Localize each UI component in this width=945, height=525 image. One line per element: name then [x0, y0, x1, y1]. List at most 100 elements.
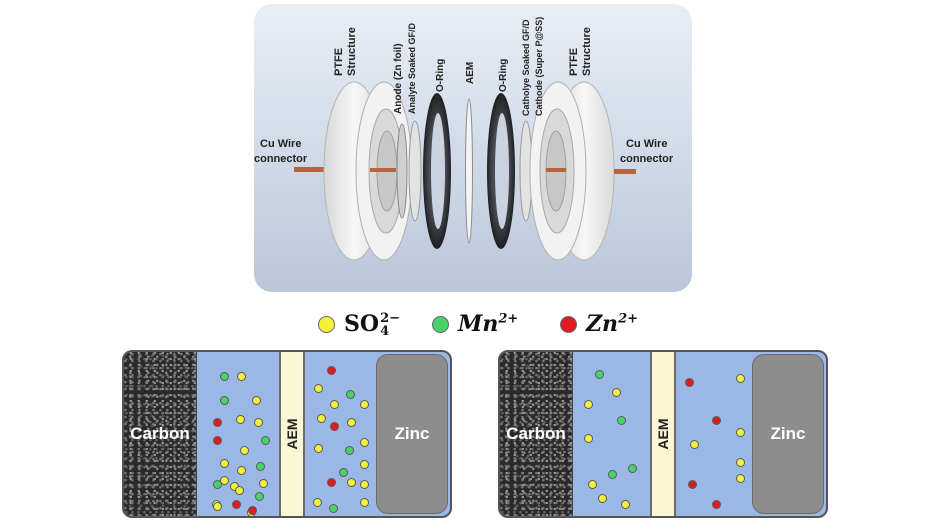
ion-mn — [339, 468, 348, 477]
ion-so4 — [584, 400, 593, 409]
label-analyte: Analyte Soaked GF/D — [407, 22, 417, 114]
ion-so4 — [360, 400, 369, 409]
label-ptfe-right-2: Structure — [581, 27, 593, 76]
exploded-cell-view: PTFE Structure Cu Wire connector Anode (… — [254, 4, 692, 292]
legend-label-mn: Mn2+ — [458, 311, 519, 337]
label-cathode: Cathode (Super P@SS) — [534, 17, 544, 116]
label-ptfe-left-2: Structure — [346, 27, 358, 76]
ion-so4 — [360, 480, 369, 489]
ion-so4 — [330, 400, 339, 409]
ion-so4 — [240, 446, 249, 455]
ion-zn — [330, 422, 339, 431]
ion-so4 — [259, 479, 268, 488]
ion-so4 — [612, 388, 621, 397]
ion-so4 — [588, 480, 597, 489]
ion-so4 — [317, 414, 326, 423]
ion-zn — [213, 436, 222, 445]
ion-so4 — [347, 478, 356, 487]
aem-label: AEM — [284, 418, 300, 450]
ion-mn — [617, 416, 626, 425]
label-anode: Anode (Zn foil) — [393, 43, 404, 114]
ion-so4 — [254, 418, 263, 427]
ion-zn — [685, 378, 694, 387]
label-cu-right-2: connector — [620, 153, 674, 165]
label-catholyte: Catholye Soaked GF/D — [521, 19, 531, 116]
carbon-label: Carbon — [506, 424, 566, 443]
ion-so4 — [621, 500, 630, 509]
zinc-label: Zinc — [770, 424, 806, 443]
legend-dot-mn — [432, 315, 449, 333]
ion-so4 — [584, 434, 593, 443]
ion-so4 — [314, 384, 323, 393]
zinc-label: Zinc — [394, 424, 430, 443]
ion-so4 — [235, 486, 244, 495]
ion-zn — [688, 480, 697, 489]
ion-so4 — [237, 466, 246, 475]
ion-zn — [327, 366, 336, 375]
label-cu-left-2: connector — [254, 153, 308, 165]
ion-zn — [213, 418, 222, 427]
legend-label-zn: Zn2+ — [586, 311, 639, 337]
carbon-label: Carbon — [130, 424, 190, 443]
cu-wire-right-inner — [546, 168, 566, 172]
carbon-electrode — [124, 352, 197, 516]
label-ptfe-right-1: PTFE — [568, 48, 580, 76]
legend-dot-zn — [560, 315, 577, 333]
ion-mn — [329, 504, 338, 513]
ion-so4 — [360, 438, 369, 447]
o-ring-right — [487, 93, 515, 249]
ion-so4 — [360, 460, 369, 469]
carbon-electrode — [500, 352, 573, 516]
label-aem: AEM — [465, 62, 476, 84]
label-o-ring-left: O-Ring — [435, 59, 446, 92]
ion-so4 — [313, 498, 322, 507]
ion-so4 — [252, 396, 261, 405]
cu-wire-right — [614, 169, 636, 174]
exploded-cell-illustration: PTFE Structure Cu Wire connector Anode (… — [254, 17, 674, 261]
cell-diagram-final: Carbon AEM Zinc — [498, 350, 828, 518]
label-ptfe-left-1: PTFE — [333, 48, 345, 76]
ion-so4 — [690, 440, 699, 449]
ion-so4 — [220, 459, 229, 468]
ion-zn — [248, 506, 257, 515]
ion-mn — [345, 446, 354, 455]
aem-separator: AEM — [650, 352, 676, 516]
ion-zn — [232, 500, 241, 509]
ion-mn — [608, 470, 617, 479]
ion-zn — [712, 500, 721, 509]
aem-separator: AEM — [279, 352, 305, 516]
cu-wire-left-inner — [370, 168, 396, 172]
legend-item-mn: Mn2+ — [432, 309, 518, 339]
ion-mn — [346, 390, 355, 399]
ion-mn — [261, 436, 270, 445]
ion-so4 — [314, 444, 323, 453]
label-cu-right-1: Cu Wire — [626, 138, 667, 150]
ion-zn — [712, 416, 721, 425]
ion-mn — [628, 464, 637, 473]
anode-zn-foil — [396, 123, 408, 219]
zinc-electrode: Zinc — [376, 354, 448, 514]
o-ring-left — [423, 93, 451, 249]
ion-so4 — [237, 372, 246, 381]
ion-so4 — [736, 458, 745, 467]
legend-dot-so4 — [318, 315, 335, 333]
aem-label: AEM — [655, 418, 671, 450]
ion-mn — [220, 372, 229, 381]
label-cu-left-1: Cu Wire — [260, 138, 301, 150]
ion-so4 — [598, 494, 607, 503]
ion-so4 — [736, 474, 745, 483]
ion-mn — [255, 492, 264, 501]
aem-membrane — [465, 98, 473, 244]
ion-so4 — [360, 498, 369, 507]
label-o-ring-right: O-Ring — [498, 59, 509, 92]
ion-mn — [595, 370, 604, 379]
ion-mn — [220, 396, 229, 405]
ion-mn — [213, 480, 222, 489]
ion-so4 — [236, 415, 245, 424]
ion-so4 — [213, 502, 222, 511]
cu-wire-left — [294, 167, 324, 172]
cell-diagram-initial: Carbon AEM Zinc — [122, 350, 452, 518]
